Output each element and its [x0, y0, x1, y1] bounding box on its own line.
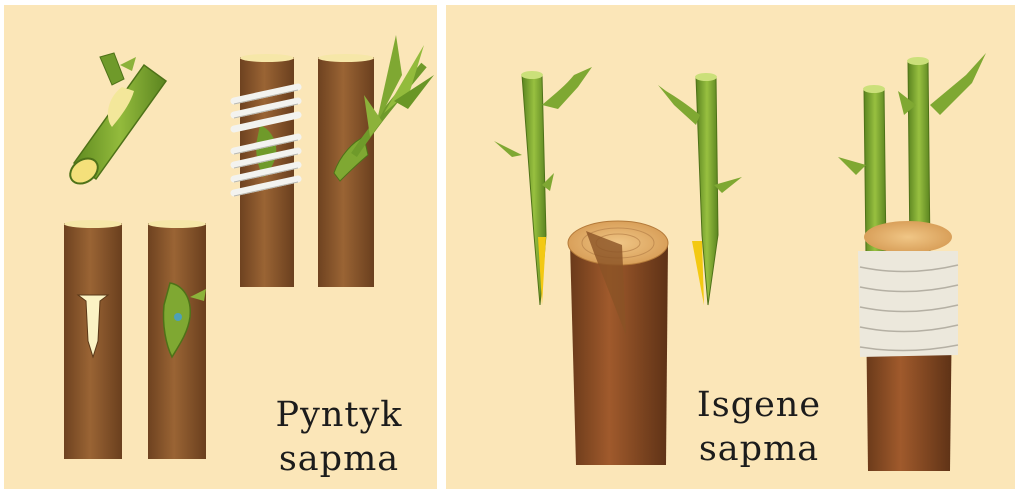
stock-with-sprout — [318, 35, 434, 287]
budding-caption: Pyntyk sapma — [254, 393, 424, 481]
budding-panel: Pyntyk sapma — [4, 5, 437, 489]
stock-with-t-cut — [64, 220, 122, 459]
stock-with-inserted-bud — [148, 220, 206, 459]
cleft-graft-panel: Isgene sapma — [446, 5, 1015, 489]
grafted-stock-wrapped — [838, 53, 986, 471]
budding-caption-line2: sapma — [254, 437, 424, 481]
stock-wrapped — [234, 54, 298, 287]
budding-caption-line1: Pyntyk — [254, 393, 424, 437]
stock-with-cleft — [568, 221, 668, 465]
cleft-graft-caption: Isgene sapma — [684, 383, 834, 471]
bud-shield — [65, 53, 166, 189]
scion-right — [658, 73, 742, 305]
cleft-graft-caption-line2: sapma — [684, 427, 834, 471]
cleft-graft-caption-line1: Isgene — [684, 383, 834, 427]
